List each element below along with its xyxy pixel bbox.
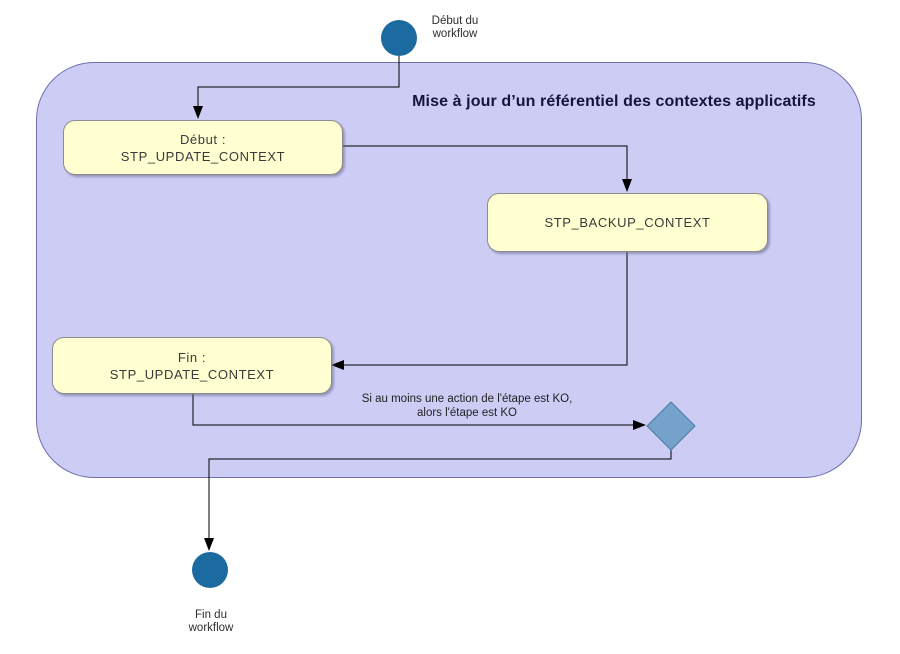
condition-annotation: Si au moins une action de l'étape est KO… <box>341 392 593 420</box>
start-label-line1: Début du <box>431 15 479 27</box>
activity-stp-backup-context: STP_BACKUP_CONTEXT <box>487 193 768 252</box>
end-label-line2: workflow <box>188 622 234 634</box>
condition-line1: Si au moins une action de l'étape est KO… <box>361 393 573 405</box>
condition-line2: alors l'étape est KO <box>417 407 517 419</box>
connector-debut-to-backup <box>341 145 628 180</box>
arrowhead-down-debut <box>193 106 203 119</box>
frame-title: Mise à jour d’un référentiel des context… <box>412 93 816 110</box>
activity-label-line2: STP_UPDATE_CONTEXT <box>120 148 286 164</box>
activity-label-line1: Fin : <box>177 349 207 365</box>
end-node-label: Fin du workflow <box>161 609 261 635</box>
activity-fin-stp-update-context: Fin : STP_UPDATE_CONTEXT <box>52 337 332 394</box>
start-label-line2: workflow <box>432 28 478 40</box>
connector-fin-to-decision <box>192 392 633 426</box>
connector-start-to-debut <box>197 56 400 107</box>
arrowhead-left-fin <box>331 360 344 370</box>
arrowhead-down-end <box>204 538 214 551</box>
activity-label-line2: STP_UPDATE_CONTEXT <box>109 366 275 382</box>
connector-decision-to-end <box>208 450 672 538</box>
connector-backup-to-fin <box>344 250 628 366</box>
end-node <box>192 552 228 588</box>
start-node <box>381 20 417 56</box>
activity-debut-stp-update-context: Début : STP_UPDATE_CONTEXT <box>63 120 343 175</box>
arrowhead-down-backup <box>622 179 632 192</box>
decision-diamond <box>646 401 696 451</box>
arrowhead-right-decision <box>633 420 646 430</box>
activity-label-line1: STP_BACKUP_CONTEXT <box>544 215 711 230</box>
end-label-line1: Fin du <box>195 609 227 621</box>
start-node-label: Début du workflow <box>407 15 503 41</box>
activity-label-line1: Début : <box>179 131 227 147</box>
